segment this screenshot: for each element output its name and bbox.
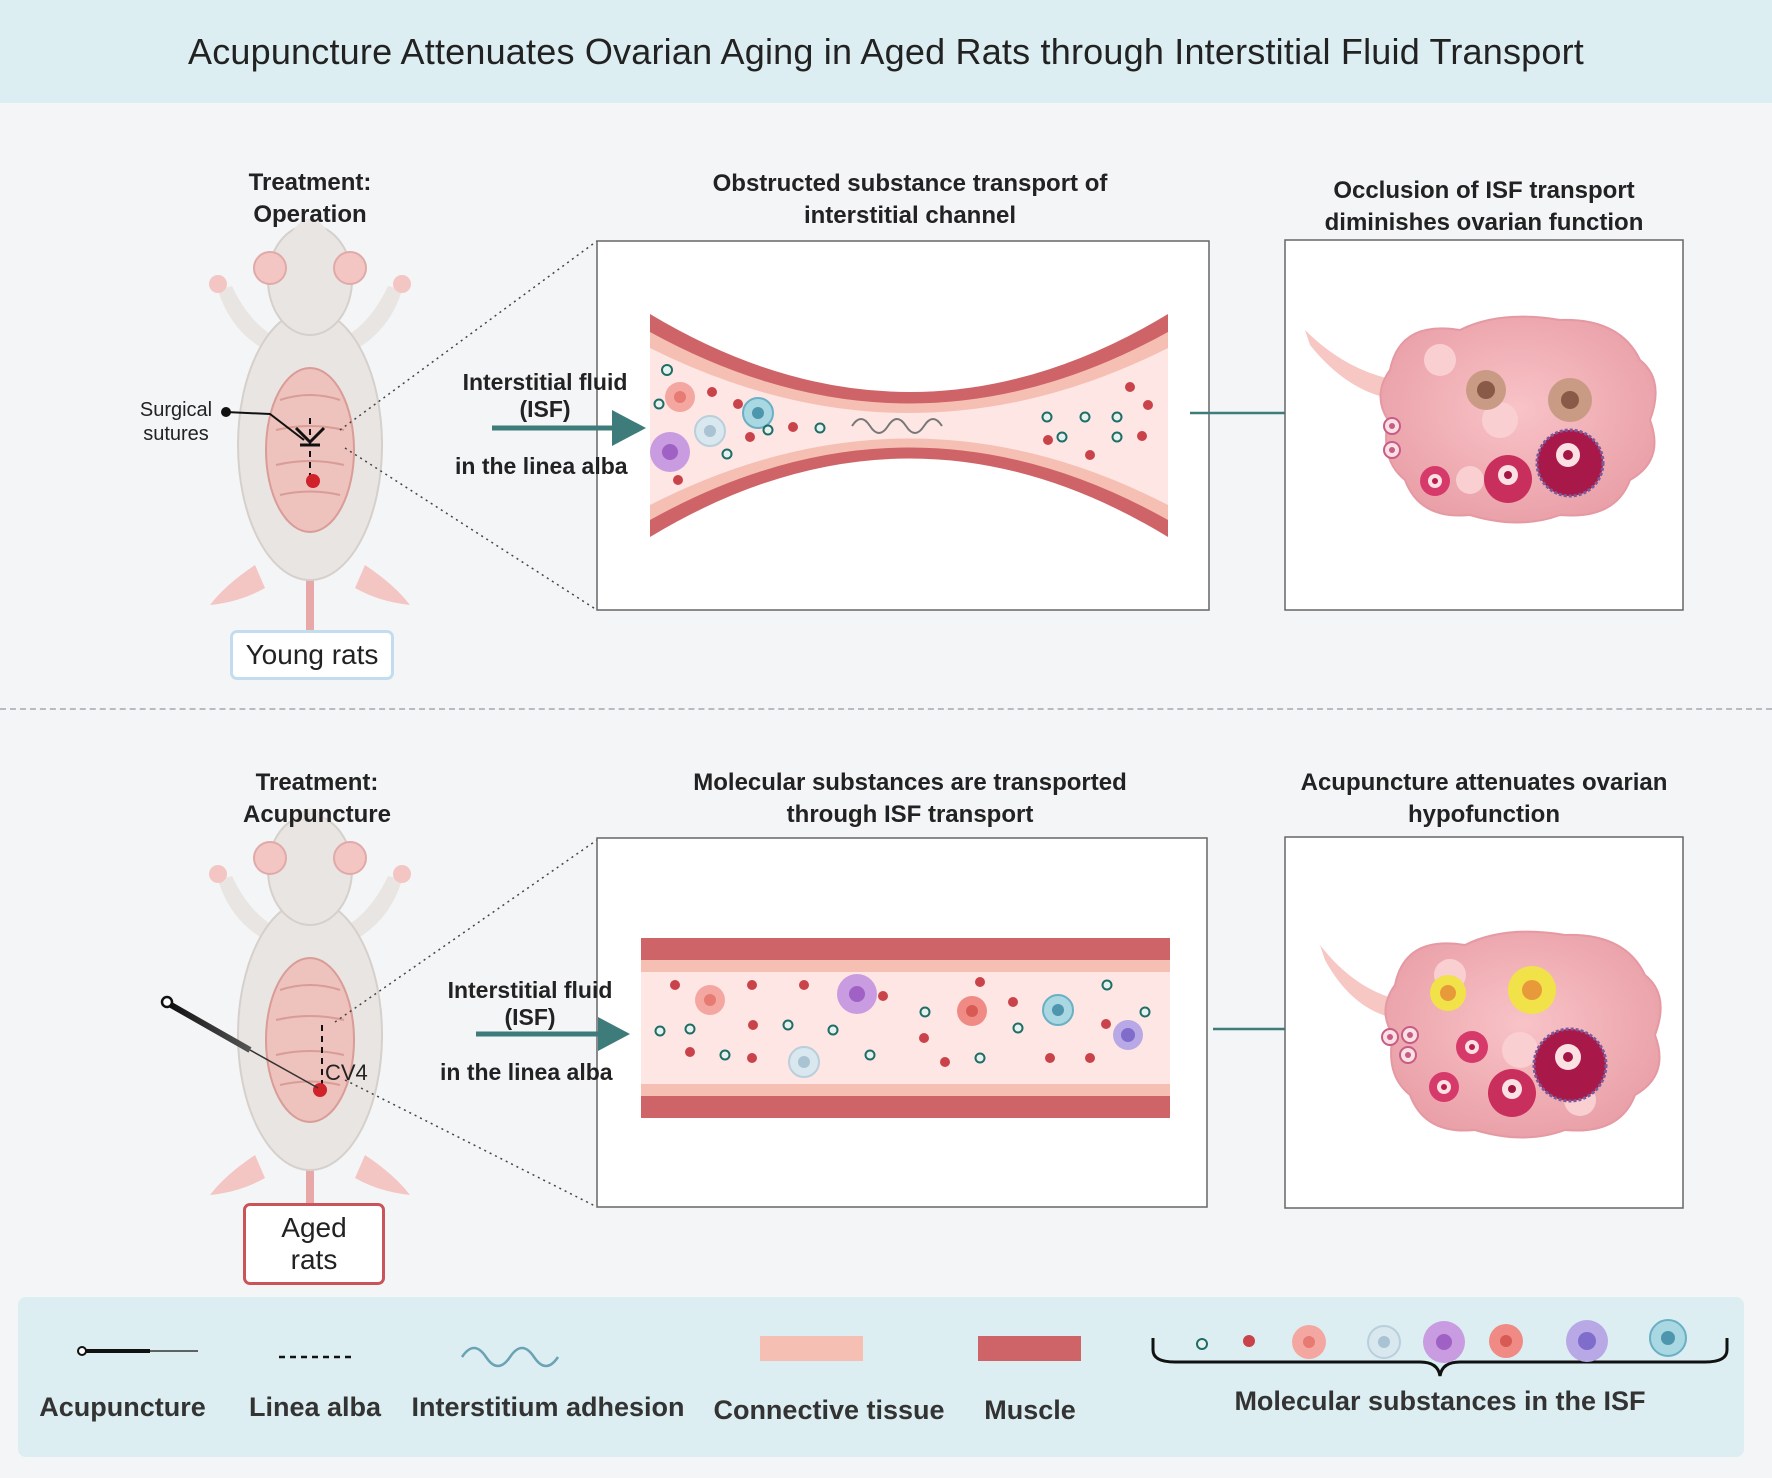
isf-line-1: Interstitial fluid xyxy=(447,977,613,1003)
aged-rat-figure xyxy=(208,807,412,1261)
legend-label-linea-alba: Linea alba xyxy=(248,1392,382,1422)
top-treatment-label: Treatment: Operation xyxy=(210,167,410,231)
isf-line-1: Interstitial fluid xyxy=(462,369,628,395)
surgical-sutures-label: Surgical sutures xyxy=(128,398,224,446)
top-molecules xyxy=(650,364,1153,485)
aged-rats-label: Aged rats xyxy=(243,1203,385,1285)
legend-label-connective: Connective tissue xyxy=(713,1395,945,1425)
molecules-brace xyxy=(1151,1338,1729,1377)
bottom-treatment-label: Treatment: Acupuncture xyxy=(217,767,417,831)
treatment-line-1: Treatment: xyxy=(248,169,372,196)
top-ovary-title: Occlusion of ISF transport diminishes ov… xyxy=(1285,175,1683,239)
channel-title-line-1: Obstructed substance transport of xyxy=(712,170,1108,197)
channel-title-line-1: Molecular substances are transported xyxy=(693,769,1127,796)
young-rats-label: Young rats xyxy=(230,630,394,680)
channel-title-line-2: interstitial channel xyxy=(803,202,1017,229)
legend-label-acupuncture: Acupuncture xyxy=(39,1392,206,1422)
small-molecule-teal-icon xyxy=(1196,1338,1208,1350)
wave-icon xyxy=(460,1346,560,1368)
channel-title-line-2: through ISF transport xyxy=(786,801,1034,828)
isf-line-2: (ISF) xyxy=(504,1004,556,1030)
top-isf-label: Interstitial fluid (ISF) xyxy=(455,369,635,423)
needle-icon xyxy=(77,1346,87,1356)
legend-label-molecules: Molecular substances in the ISF xyxy=(1234,1386,1646,1416)
ovary-title-line-2: diminishes ovarian function xyxy=(1324,209,1644,236)
bottom-channel-title: Molecular substances are transported thr… xyxy=(660,767,1160,831)
ovary-title-line-1: Occlusion of ISF transport xyxy=(1333,177,1635,204)
bottom-linea-alba-label: in the linea alba xyxy=(440,1059,613,1085)
top-linea-alba-label: in the linea alba xyxy=(455,453,628,479)
muscle-swatch xyxy=(978,1336,1081,1361)
suture-line-1: Surgical xyxy=(139,399,213,421)
legend-icons xyxy=(77,1319,1729,1377)
suture-icon xyxy=(294,426,326,447)
isf-line-2: (ISF) xyxy=(519,396,571,422)
suture-line-2: sutures xyxy=(143,423,209,445)
header-bar: Acupuncture Attenuates Ovarian Aging in … xyxy=(0,0,1772,103)
treatment-line-2: Operation xyxy=(253,201,367,228)
connective-swatch xyxy=(760,1336,863,1361)
aged-ovary-illustration xyxy=(1305,315,1657,524)
adhesion-wave xyxy=(851,418,943,434)
bottom-isf-label: Interstitial fluid (ISF) xyxy=(440,977,620,1031)
bottom-molecules xyxy=(654,974,1151,1078)
treatment-line-2: Acupuncture xyxy=(242,801,391,828)
channel-lumen-bottom xyxy=(641,972,1170,1084)
restored-ovary-illustration xyxy=(1320,930,1662,1139)
treatment-line-1: Treatment: xyxy=(255,769,379,796)
section-divider xyxy=(0,708,1772,710)
suture-pointer xyxy=(225,411,305,441)
small-molecule-red-icon xyxy=(1243,1335,1255,1347)
legend-label-adhesion: Interstitium adhesion xyxy=(411,1392,685,1422)
acupoint-dot xyxy=(306,474,320,488)
cv4-label: CV4 xyxy=(325,1060,368,1085)
page-title: Acupuncture Attenuates Ovarian Aging in … xyxy=(187,30,1584,72)
top-channel-title: Obstructed substance transport of inters… xyxy=(660,168,1160,232)
acupuncture-needle xyxy=(169,1002,252,1053)
legend-label-muscle: Muscle xyxy=(984,1395,1076,1425)
channel-lumen xyxy=(650,348,1168,505)
ovary-title-line-1: Acupuncture attenuates ovarian xyxy=(1300,769,1668,796)
ovary-title-line-2: hypofunction xyxy=(1408,801,1560,828)
bottom-ovary-title: Acupuncture attenuates ovarian hypofunct… xyxy=(1285,767,1683,831)
isf-arrow-bottom xyxy=(598,1017,630,1051)
isf-arrow-top xyxy=(612,410,646,446)
